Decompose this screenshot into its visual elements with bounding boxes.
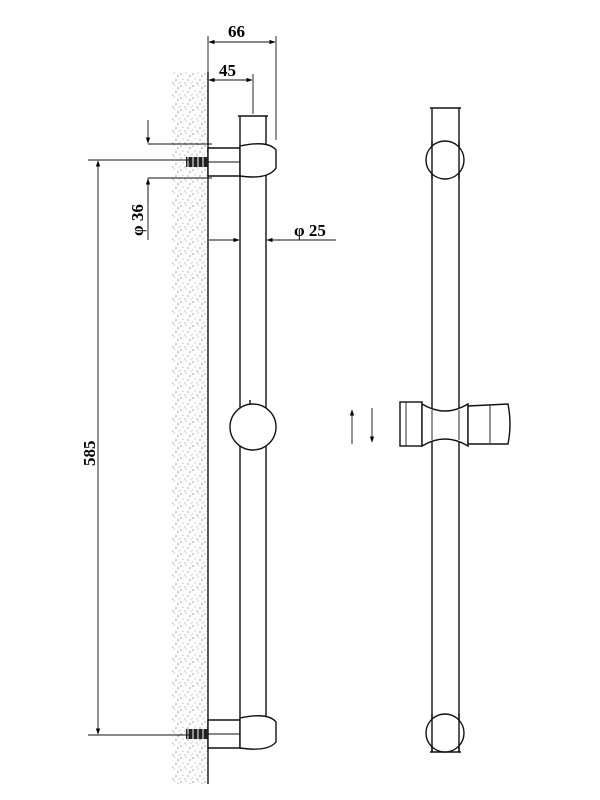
dimension-label-45: 45 — [219, 61, 236, 80]
dimension-label-phi-36: φ 36 — [128, 204, 147, 236]
dimension-label-phi-25: φ 25 — [294, 221, 326, 240]
front-view-top-bracket — [425, 140, 465, 180]
dimension-overall-projection — [207, 36, 277, 140]
up-down-arrows-icon — [349, 408, 375, 444]
top-wall-bracket — [207, 143, 277, 178]
dimension-label-66: 66 — [228, 22, 245, 41]
front-view-bottom-bracket — [425, 713, 465, 753]
dimension-label-585: 585 — [80, 441, 99, 467]
bottom-wall-bracket — [207, 715, 277, 750]
dimension-bracket-spacing — [88, 159, 190, 736]
side-view-slider-knob — [229, 400, 277, 451]
bottom-wall-plug — [186, 729, 208, 739]
dimension-bracket-diameter — [145, 120, 212, 240]
front-view-slider-holder — [399, 401, 511, 448]
wall-section — [172, 72, 209, 784]
dimension-bar-projection — [208, 74, 254, 114]
top-wall-plug — [186, 157, 208, 167]
